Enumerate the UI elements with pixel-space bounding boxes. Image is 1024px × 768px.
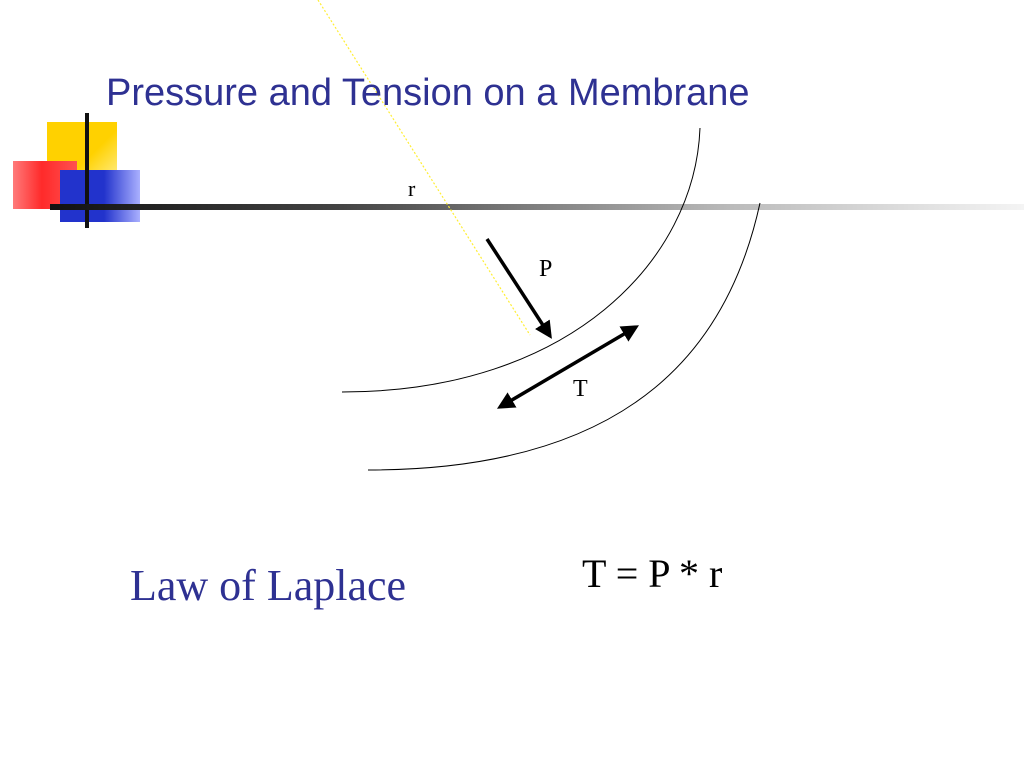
radius-label: r bbox=[408, 176, 416, 201]
blue-accent-square bbox=[60, 170, 140, 222]
tension-label: T bbox=[573, 376, 588, 402]
radius-line bbox=[317, 0, 531, 336]
pressure-arrow bbox=[485, 238, 552, 339]
laplace-equation: T = P * r bbox=[582, 551, 723, 596]
title-underline-bar bbox=[50, 204, 1024, 210]
inner-membrane-arc bbox=[341, 127, 701, 393]
law-name: Law of Laplace bbox=[130, 561, 407, 610]
pressure-label: P bbox=[539, 256, 552, 282]
outer-membrane-arc bbox=[367, 202, 761, 471]
tension-arrow bbox=[496, 325, 640, 409]
slide-title: Pressure and Tension on a Membrane bbox=[106, 72, 750, 114]
vertical-accent-line bbox=[85, 113, 89, 228]
